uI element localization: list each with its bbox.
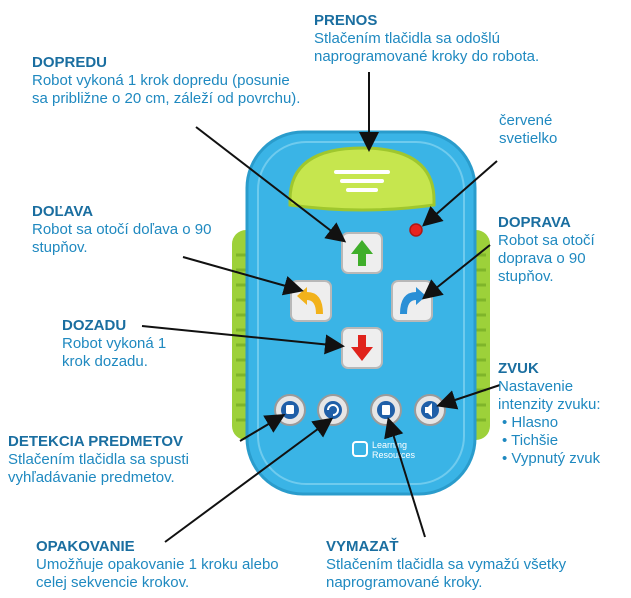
speaker-icon [425,403,432,417]
label-opakovanie: OPAKOVANIE Umožňuje opakovanie 1 kroku a… [36,538,296,592]
dozadu-text: Robot vykoná 1 krok dozadu. [62,335,167,370]
label-prenos: PRENOS Stlačením tlačidla sa odošlú napr… [314,12,614,66]
vymazat-text: Stlačením tlačidla sa vymažú všetky napr… [326,556,567,591]
leader-dozadu [141,325,345,355]
label-cervene: červené svetielko [499,112,579,148]
zvuk-item: Tichšie [511,432,628,450]
zvuk-item: Vypnutý zvuk [511,450,628,468]
doprava-text: Robot sa otočí doprava o 90 stupňov. [498,232,595,285]
zvuk-list: Hlasno Tichšie Vypnutý zvuk [498,414,628,468]
label-zvuk: ZVUK Nastavenie intenzity zvuku: Hlasno … [498,360,628,468]
opakovanie-title: OPAKOVANIE [36,538,135,555]
repeat-button[interactable] [317,394,349,426]
leader-led [421,160,498,227]
backward-button[interactable] [341,327,383,369]
sound-button[interactable] [414,394,446,426]
left-button[interactable] [290,280,332,322]
prenos-title: PRENOS [314,12,378,29]
prenos-button[interactable] [288,146,436,212]
leader-dolava [182,256,304,296]
detekcia-title: DETEKCIA PREDMETOV [8,433,184,450]
repeat-icon [327,404,339,416]
down-arrow-icon [351,335,373,361]
zvuk-title: ZVUK [498,360,539,377]
brand-logo: Learning Resources [352,440,416,460]
signal-icon [334,170,390,192]
leader-opakovanie [164,417,334,543]
leader-doprava [421,244,491,300]
trash-icon [382,405,390,415]
right-button[interactable] [391,280,433,322]
detect-button[interactable] [274,394,306,426]
label-dozadu: DOZADU Robot vykoná 1 krok dozadu. [62,317,182,371]
dopredu-text: Robot vykoná 1 krok dopredu (posunie sa … [32,72,301,107]
svg-text:Learning: Learning [372,440,407,450]
zvuk-text: Nastavenie intenzity zvuku: [498,378,601,413]
doprava-title: DOPRAVA [498,214,571,231]
label-dolava: DOĽAVA Robot sa otočí doľava o 90 stupňo… [32,203,212,257]
forward-button[interactable] [341,232,383,274]
dopredu-title: DOPREDU [32,54,108,71]
up-arrow-icon [351,240,373,266]
leader-vymazat [384,417,426,538]
svg-text:Resources: Resources [372,450,416,460]
label-vymazat: VYMAZAŤ Stlačením tlačidla sa vymažú vše… [326,538,616,592]
prenos-text: Stlačením tlačidla sa odošlú naprogramov… [314,30,540,65]
red-led [409,223,423,237]
label-doprava: DOPRAVA Robot sa otočí doprava o 90 stup… [498,214,608,286]
label-detekcia: DETEKCIA PREDMETOV Stlačením tlačidla sa… [8,433,248,487]
leader-detekcia [239,413,286,442]
object-detect-icon [286,405,294,414]
dolava-text: Robot sa otočí doľava o 90 stupňov. [32,221,212,256]
leader-dopredu [195,126,347,243]
opakovanie-text: Umožňuje opakovanie 1 kroku alebo celej … [36,556,279,591]
dolava-title: DOĽAVA [32,203,94,220]
cervene-text: červené svetielko [499,112,558,147]
zvuk-item: Hlasno [511,414,628,432]
delete-button[interactable] [370,394,402,426]
dozadu-title: DOZADU [62,317,127,334]
leader-zvuk [436,384,501,410]
vymazat-title: VYMAZAŤ [326,538,399,555]
label-dopredu: DOPREDU Robot vykoná 1 krok dopredu (pos… [32,54,302,108]
detekcia-text: Stlačením tlačidla sa spusti vyhľadávani… [8,451,189,486]
right-turn-arrow-icon [400,287,426,314]
